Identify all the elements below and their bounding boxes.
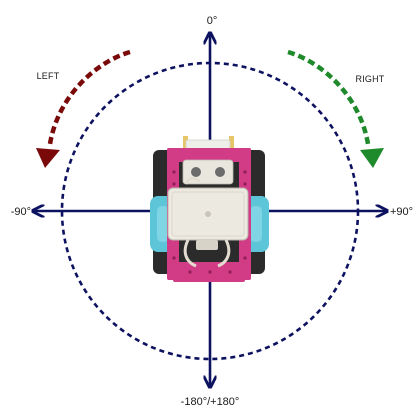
angle-label-bottom: -180°/+180° xyxy=(181,396,240,408)
angle-label-top: 0° xyxy=(207,15,218,27)
turn-right-arrow xyxy=(287,49,384,168)
turn-left-arrow xyxy=(36,49,131,168)
turn-left-label: LEFT xyxy=(37,71,60,81)
turn-right-label: RIGHT xyxy=(356,74,385,84)
robot-top-view-icon xyxy=(150,136,269,282)
angle-label-right: +90° xyxy=(390,206,413,218)
angle-label-left: -90° xyxy=(11,206,31,218)
